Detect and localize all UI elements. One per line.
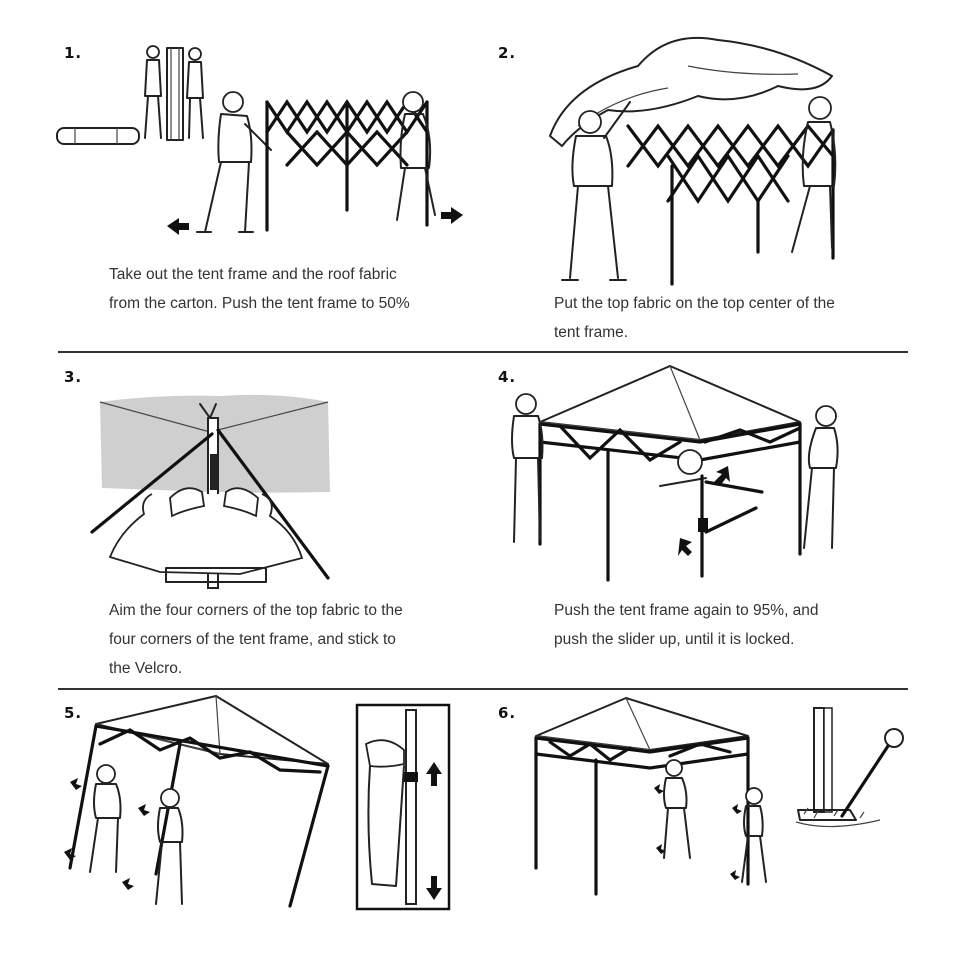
step-3-number: 3. [64, 368, 83, 386]
step-4-number: 4. [498, 368, 517, 386]
pointer-arrow-icon [64, 848, 76, 860]
pointer-arrow-icon [654, 784, 664, 794]
people-extending-legs [663, 759, 767, 883]
section-divider [58, 351, 908, 353]
roof-fabric [549, 36, 833, 147]
step-6-number: 6. [498, 704, 517, 722]
tent-frame-half-open [265, 99, 429, 232]
pointer-arrow-icon [122, 878, 134, 890]
woman-pushing-frame [803, 405, 839, 549]
section-divider [58, 688, 908, 690]
stake-ring [884, 728, 904, 748]
pointer-arrow-icon [70, 778, 82, 790]
step-1-caption: Take out the tent frame and the roof fab… [109, 266, 410, 312]
man-placing-fabric [561, 101, 631, 281]
step-2-illustration [549, 36, 837, 286]
step-1-illustration [56, 45, 463, 235]
step-5-leg-detail [355, 703, 451, 911]
tent-frame [538, 422, 802, 582]
tent-frame [68, 724, 330, 908]
leg-foot-plate [797, 809, 857, 821]
people-raising-legs [89, 764, 184, 905]
step-2-caption: Put the top fabric on the top center of … [554, 295, 835, 341]
woman-placing-fabric [791, 96, 837, 253]
down-arrow-icon [426, 876, 442, 900]
man-pulling-frame [196, 91, 272, 233]
pointer-arrow-icon [678, 538, 692, 556]
person-attaching-velcro [108, 487, 304, 583]
pointer-arrow-icon [656, 844, 666, 854]
step-3-caption: Aim the four corners of the top fabric t… [109, 602, 403, 677]
step-4-illustration [511, 365, 839, 582]
pointer-arrow-icon [732, 804, 742, 814]
pointer-arrow-icon [730, 870, 740, 880]
pointer-arrow-icon [714, 466, 730, 486]
woman-pulling-frame [396, 91, 436, 221]
tent-frame [534, 736, 750, 896]
ground-stake [840, 744, 890, 818]
step-5-number: 5. [64, 704, 83, 722]
up-arrow-icon [426, 762, 442, 786]
step-2-number: 2. [498, 44, 517, 62]
tent-frame [626, 123, 835, 286]
pointer-arrow-icon [138, 804, 150, 816]
step-4-caption: Push the tent frame again to 95%, and pu… [554, 602, 819, 648]
step-5-illustration [64, 695, 330, 908]
left-arrow-icon [167, 218, 189, 235]
man-pushing-frame [511, 393, 544, 543]
step-3-illustration [90, 394, 330, 589]
right-arrow-icon [441, 207, 463, 224]
step-1-number: 1. [64, 44, 83, 62]
velcro-strip [210, 454, 217, 490]
people-lifting-frame [144, 45, 204, 141]
step-6-illustration [534, 697, 767, 896]
step-6-stake-detail [795, 707, 904, 828]
tent-carton [56, 127, 140, 145]
person-locking-slider [659, 449, 764, 578]
